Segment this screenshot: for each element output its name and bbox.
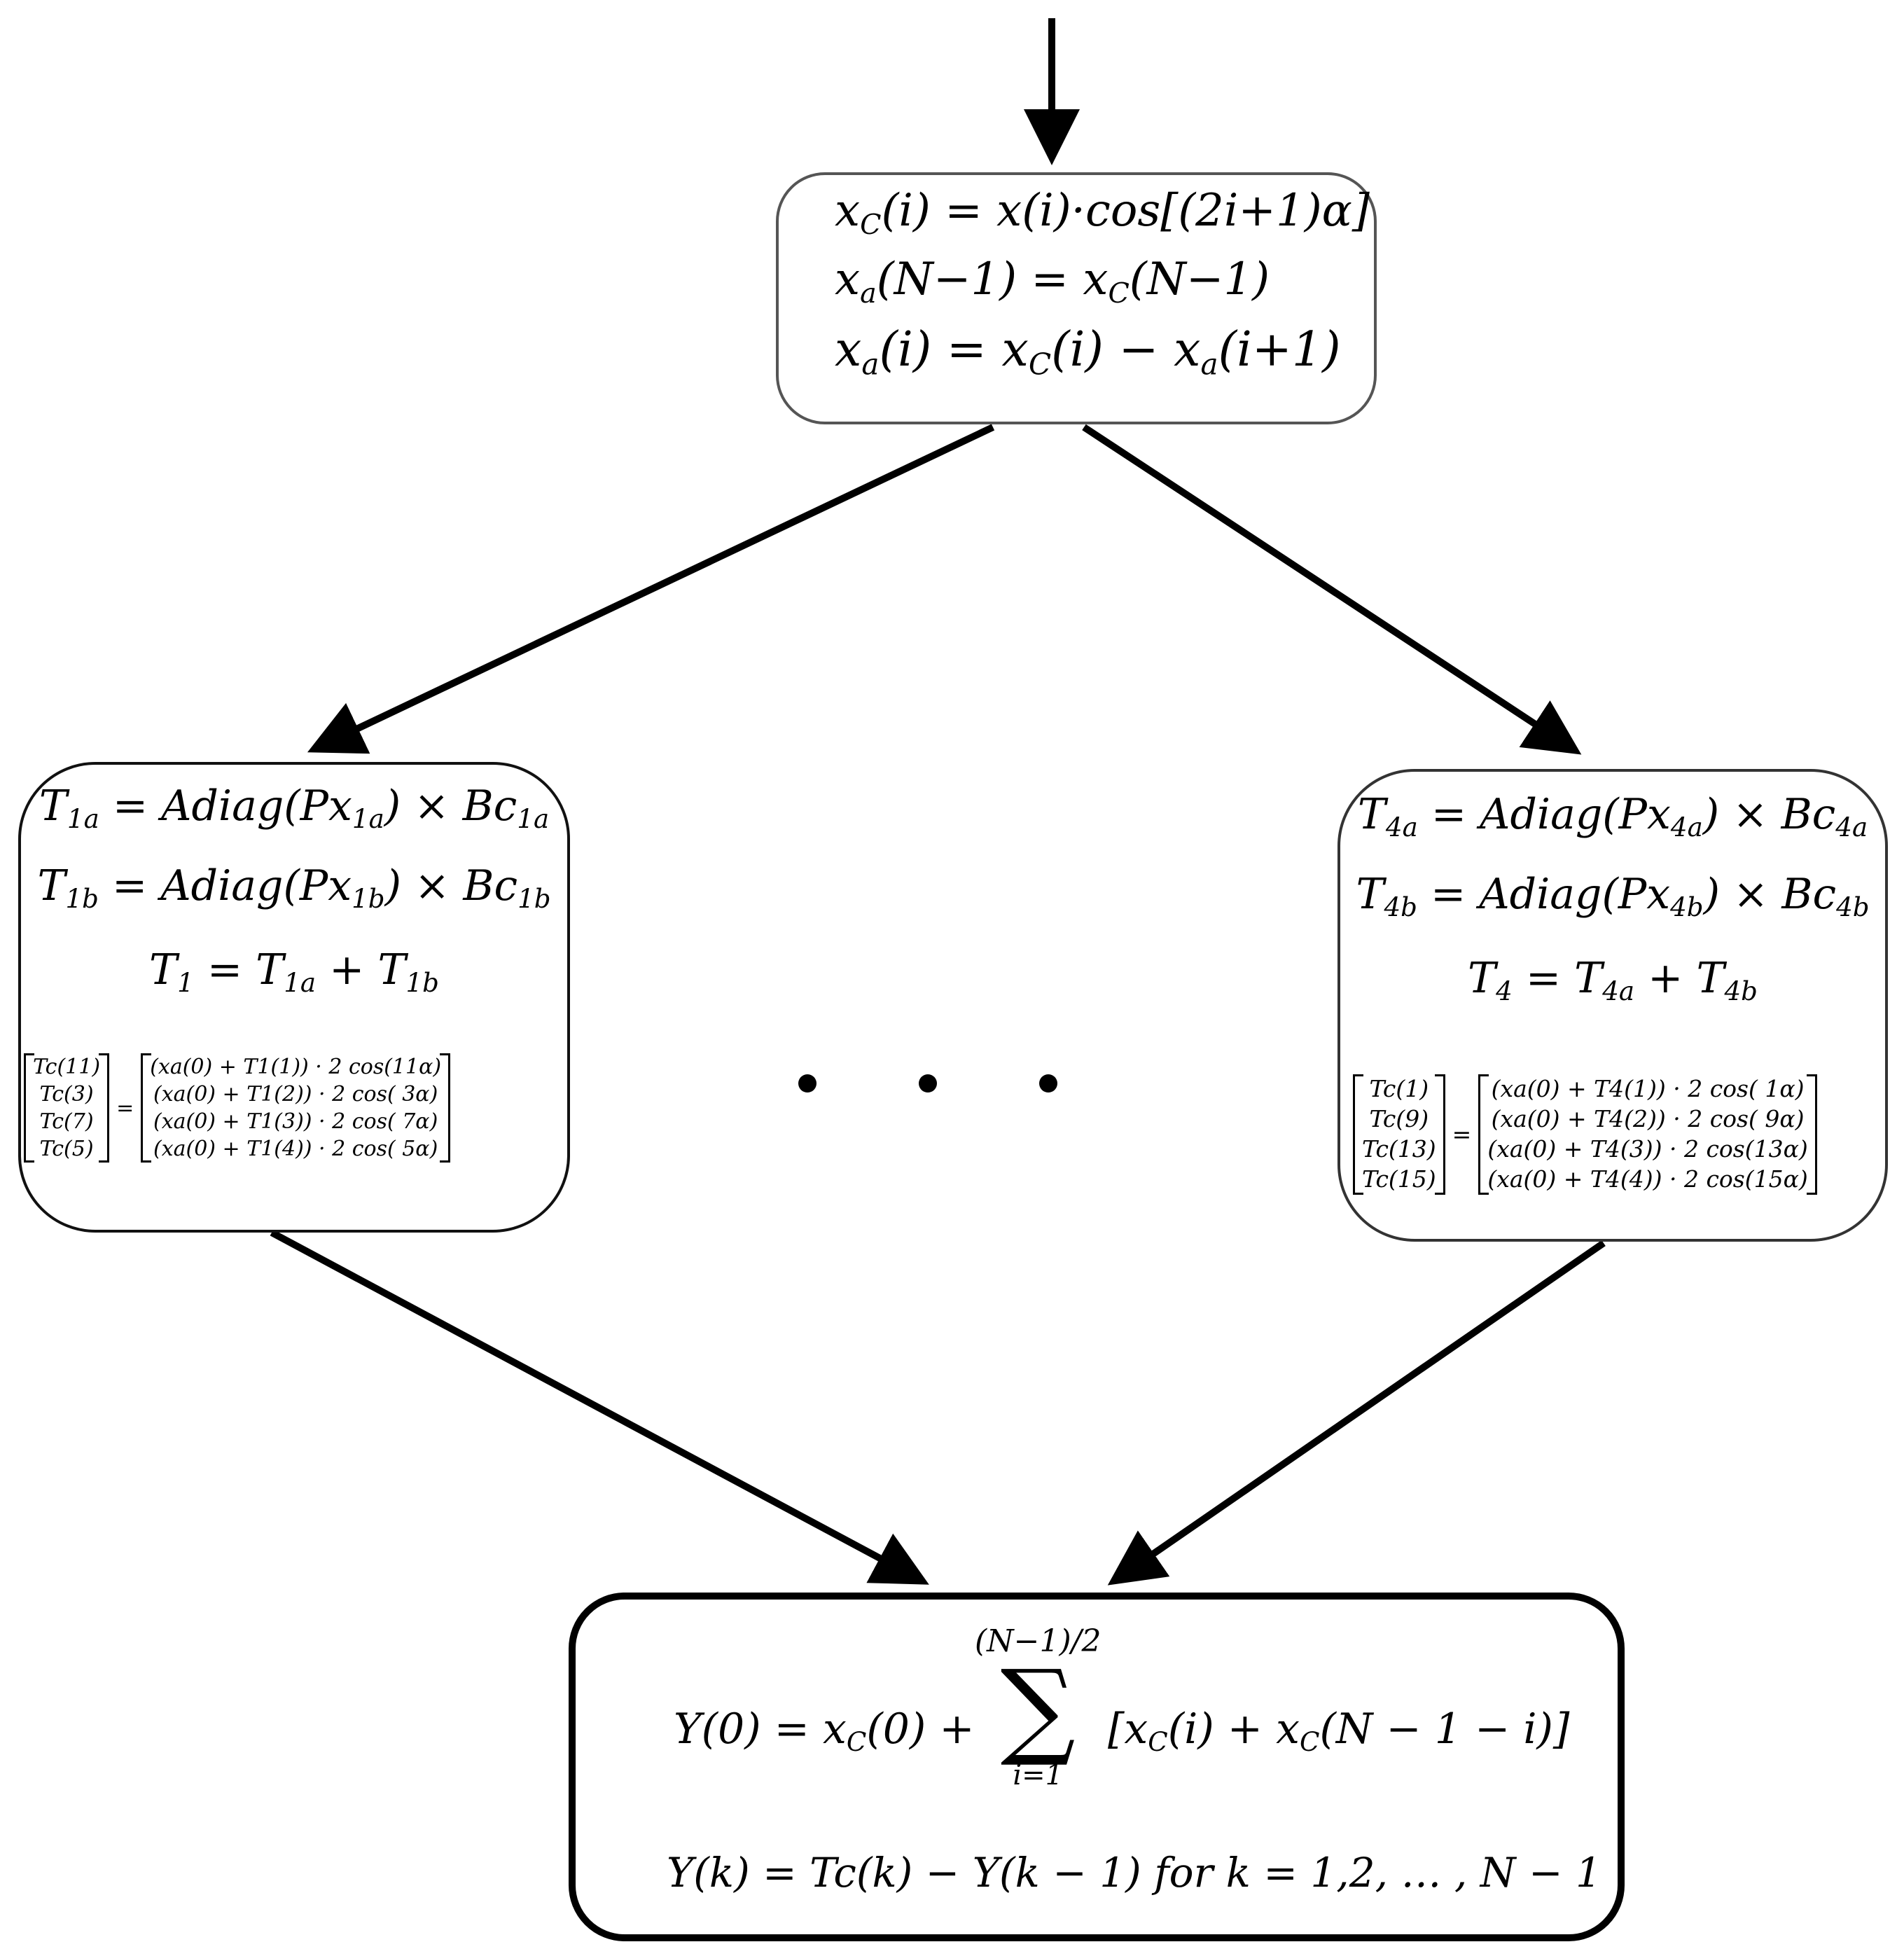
matrix-cell: (xa(0) + T1(3)) · 2 cos( 7α) (153, 1109, 438, 1134)
sum-lower-limit: i=1 (1013, 1759, 1064, 1791)
matrix-cell: Tc(15) (1362, 1165, 1436, 1193)
t4-sum-equation: T4 = T4a + T4b (1468, 954, 1758, 1007)
matrix-cell: Tc(5) (39, 1137, 94, 1161)
boundary-equation: xa(N−1) = xC(N−1) (835, 254, 1270, 310)
matrix-cell: (xa(0) + T1(2)) · 2 cos( 3α) (153, 1082, 438, 1107)
arrow-left-to-bottom (270, 1229, 929, 1585)
t4a-equation: T4a = Adiag(Px4a) × Bc4a (1357, 790, 1868, 843)
yk-recursion-equation: Y(k) = Tc(k) − Y(k − 1) for k = 1,2, … ,… (667, 1849, 1601, 1896)
t1a-equation: T1a = Adiag(Px1a) × Bc1a (39, 782, 550, 835)
recursion-equation: xa(i) = xC(i) − xa(i+1) (835, 322, 1341, 382)
ellipsis-dot (798, 1074, 817, 1093)
matrix-cell: (xa(0) + T4(2)) · 2 cos( 9α) (1491, 1104, 1805, 1132)
matrix-cell: (xa(0) + T1(1)) · 2 cos(11α) (150, 1055, 442, 1079)
y0-lhs: Y(0) = xC(0) + (674, 1705, 975, 1758)
matrix-cell: Tc(11) (33, 1055, 101, 1079)
matrix-equals: = (1452, 1121, 1472, 1149)
matrix-equals: = (116, 1095, 134, 1121)
sum-upper-limit: (N−1)/2 (975, 1623, 1102, 1659)
cosine-modulation-equation: xC(i) = x(i)·cos[(2i+1)α] (835, 185, 1370, 241)
matrix-cell: Tc(9) (1369, 1104, 1429, 1132)
input-preprocessing-box: xC(i) = x(i)·cos[(2i+1)α] xa(N−1) = xC(N… (776, 172, 1377, 424)
t4-output-vector: Tc(1) Tc(9) Tc(13) Tc(15) (1353, 1074, 1445, 1195)
arrow-top-to-left (307, 424, 995, 754)
t4b-equation: T4b = Adiag(Px4b) × Bc4b (1356, 870, 1870, 923)
sum-symbol: ∑ (1000, 1648, 1076, 1770)
matrix-cell: (xa(0) + T4(4)) · 2 cos(15α) (1487, 1165, 1808, 1193)
t1-rhs-vector: (xa(0) + T1(1)) · 2 cos(11α) (xa(0) + T1… (141, 1053, 451, 1163)
t1-output-vector: Tc(11) Tc(3) Tc(7) Tc(5) (24, 1053, 110, 1163)
matrix-cell: (xa(0) + T4(1)) · 2 cos( 1α) (1491, 1075, 1805, 1102)
output-box: Y(0) = xC(0) + (N−1)/2 ∑ i=1 [xC(i) + xC… (569, 1593, 1625, 1941)
matrix-cell: (xa(0) + T1(4)) · 2 cos( 5α) (153, 1137, 438, 1161)
t1b-equation: T1b = Adiag(Px1b) × Bc1b (37, 861, 551, 915)
y0-rhs: [xC(i) + xC(N − 1 − i)] (1108, 1705, 1570, 1758)
arrow-top-to-right (1082, 424, 1582, 755)
ellipsis-dot (919, 1074, 937, 1093)
branch-1-box: T1a = Adiag(Px1a) × Bc1a T1b = Adiag(Px1… (18, 762, 570, 1233)
arrow-right-to-bottom (1107, 1240, 1606, 1586)
matrix-cell: Tc(1) (1369, 1075, 1429, 1102)
t4-rhs-vector: (xa(0) + T4(1)) · 2 cos( 1α) (xa(0) + T4… (1478, 1074, 1817, 1195)
matrix-cell: Tc(3) (39, 1082, 94, 1107)
t1-matrix-equation: Tc(11) Tc(3) Tc(7) Tc(5) = (xa(0) + T1(1… (24, 1053, 451, 1163)
summation-operator: (N−1)/2 ∑ i=1 (975, 1623, 1102, 1791)
matrix-cell: Tc(13) (1362, 1135, 1436, 1163)
t4-matrix-equation: Tc(1) Tc(9) Tc(13) Tc(15) = (xa(0) + T4(… (1353, 1074, 1817, 1195)
branch-4-box: T4a = Adiag(Px4a) × Bc4a T4b = Adiag(Px4… (1337, 769, 1888, 1242)
t1-sum-equation: T1 = T1a + T1b (149, 945, 439, 999)
ellipsis-dot (1039, 1074, 1057, 1093)
matrix-cell: (xa(0) + T4(3)) · 2 cos(13α) (1487, 1135, 1808, 1163)
matrix-cell: Tc(7) (39, 1109, 94, 1134)
